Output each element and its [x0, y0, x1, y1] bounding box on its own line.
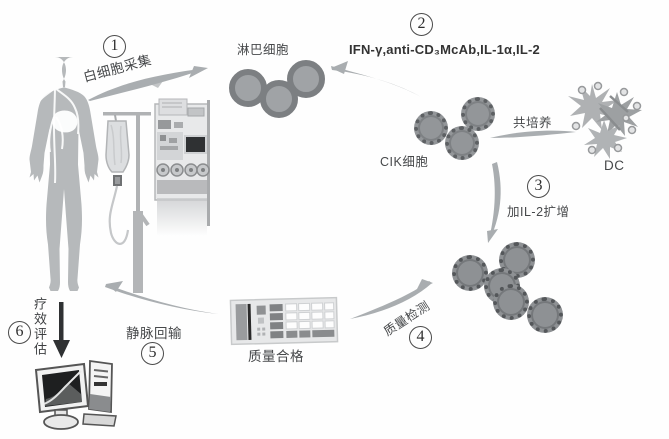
- quality-pass-label: 质量合格: [248, 349, 304, 364]
- step-2-cytokines-label: IFN-γ,anti-CD₃McAb,IL-1α,IL-2: [349, 42, 540, 57]
- step-4-badge: 4: [409, 326, 432, 349]
- arrow-expansion: [487, 162, 501, 243]
- arrow-reinfusion: [105, 281, 218, 314]
- expanded-cik-cell: [527, 297, 563, 333]
- expanded-cik-cell: [452, 255, 488, 291]
- co-culture-label: 共培养: [513, 116, 553, 130]
- pump-rotors-icon: [156, 163, 210, 177]
- down-arrow-icon: [53, 302, 70, 358]
- arrow-quality-test: [350, 279, 433, 319]
- step-2-badge: 2: [410, 13, 433, 36]
- step-1-badge: 1: [103, 35, 126, 58]
- heart-icon: [52, 110, 78, 133]
- blood-bag-icon: [105, 120, 130, 173]
- arrow-collection: [88, 66, 208, 101]
- arrow-induction: [331, 61, 421, 97]
- iv-tube-icon: [108, 185, 130, 245]
- cik-cell: [414, 111, 448, 145]
- iv-stand-icon: [103, 112, 151, 293]
- step-5-label: 静脉回输: [126, 326, 182, 341]
- step-6-badge: 6: [8, 321, 31, 344]
- expanded-cik-cell: [493, 284, 529, 320]
- quality-test-plate-icon: [229, 296, 339, 346]
- apheresis-machine-icon: [154, 98, 210, 236]
- cik-cell: [445, 126, 479, 160]
- evaluation-computer-icon: [34, 359, 117, 430]
- step-5-badge: 5: [141, 342, 164, 365]
- lymphocytes-label: 淋巴细胞: [237, 43, 290, 57]
- step-6-label: 疗效评估: [32, 297, 47, 357]
- cik-cell: [461, 97, 495, 131]
- arrow-coculture: [490, 130, 576, 138]
- dendritic-cells-icon: [568, 81, 642, 159]
- step-3-label: 加IL-2扩增: [507, 205, 570, 219]
- lymphocyte-cell: [260, 80, 298, 118]
- patient-body-icon: [29, 57, 99, 291]
- cik-cells-label: CIK细胞: [380, 155, 429, 169]
- dc-label: DC: [604, 158, 625, 173]
- machine-screen-icon: [184, 135, 207, 154]
- veins-icon: [30, 76, 80, 184]
- step-3-badge: 3: [527, 175, 550, 198]
